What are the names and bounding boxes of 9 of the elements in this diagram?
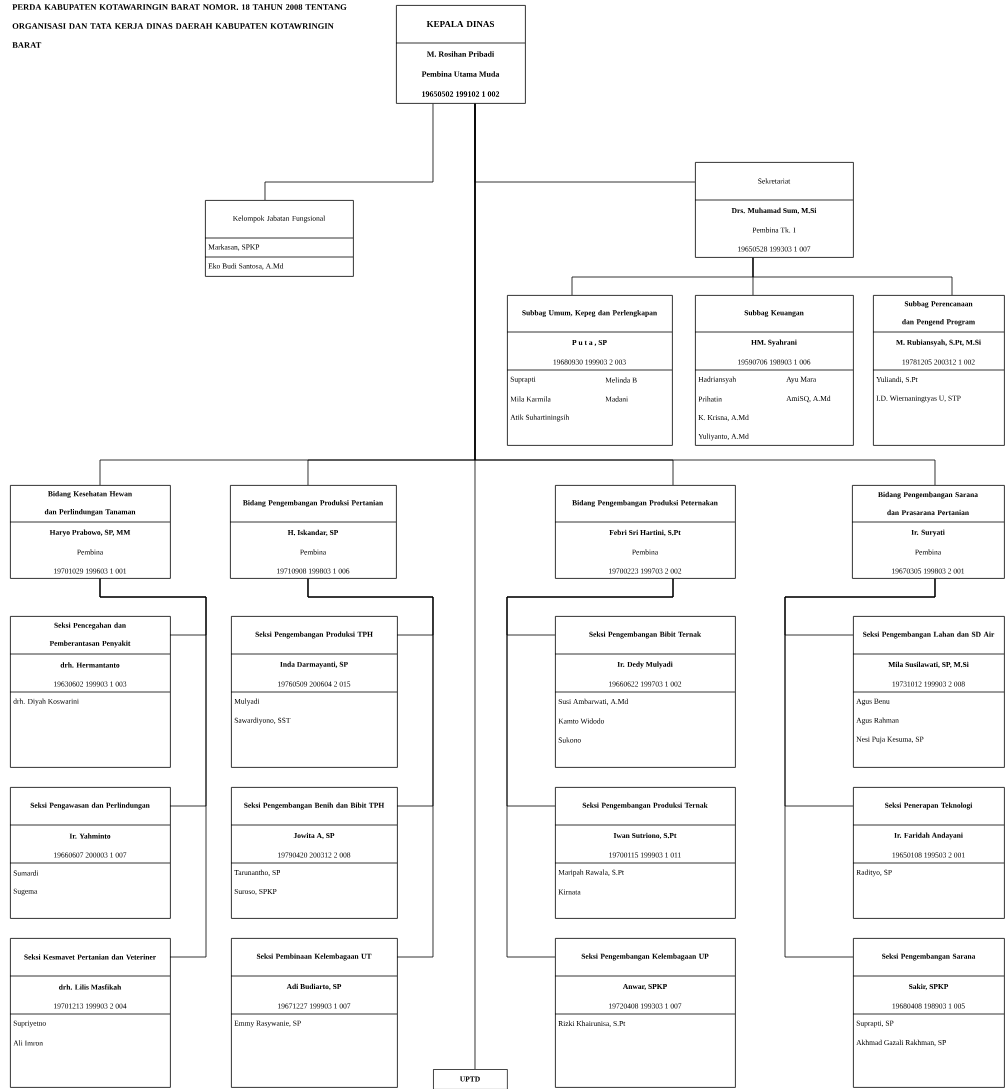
connector-line [307, 578, 434, 958]
title: PERDA KABUPATEN KOTAWARINGIN BARAT NOMOR. 18 TAHUN 2008 TENTANG ORGANISASI DAN TATA KERJA DINAS DAERAH KABUPATEN KOTAWRINGIN BARAT [12, 4, 347, 48]
connector-line [264, 103, 434, 201]
connector-line [752, 257, 953, 296]
connector-line [506, 578, 674, 958]
connector-line [474, 103, 476, 1070]
connector-line [784, 578, 936, 958]
connector-line [99, 578, 207, 958]
unit-box: KEPALA DINAS M. Rosihan Pribadi Pembina Utama Muda 19650502 199102 1 002 [395, 5, 526, 104]
